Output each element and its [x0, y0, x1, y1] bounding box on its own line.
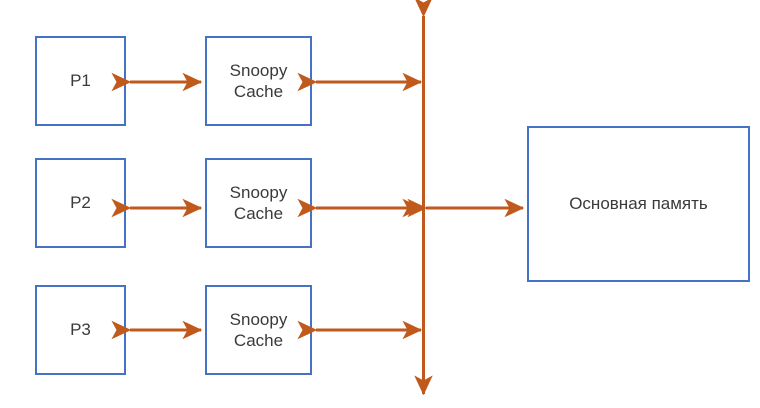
- processor-box-p2: P2: [35, 158, 126, 248]
- processor-box-p3: P3: [35, 285, 126, 375]
- snoopy-cache-label-2: Snoopy Cache: [229, 182, 288, 223]
- processor-label-p1: P1: [70, 71, 91, 91]
- snoopy-cache-box-1: Snoopy Cache: [205, 36, 312, 126]
- snoopy-cache-box-3: Snoopy Cache: [205, 285, 312, 375]
- main-memory-box: Основная память: [527, 126, 750, 282]
- snoopy-cache-box-2: Snoopy Cache: [205, 158, 312, 248]
- processor-label-p2: P2: [70, 193, 91, 213]
- processor-box-p1: P1: [35, 36, 126, 126]
- main-memory-label: Основная память: [569, 194, 708, 214]
- snoopy-cache-label-3: Snoopy Cache: [229, 309, 288, 350]
- processor-label-p3: P3: [70, 320, 91, 340]
- snoopy-cache-label-1: Snoopy Cache: [229, 60, 288, 101]
